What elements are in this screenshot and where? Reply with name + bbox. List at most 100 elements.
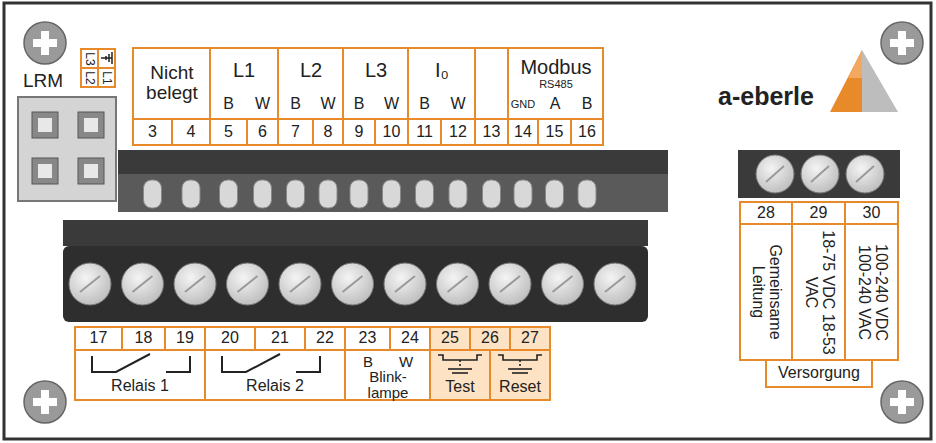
relay-symbol xyxy=(92,354,320,372)
stroke xyxy=(75,349,550,351)
stroke xyxy=(594,263,636,305)
stroke xyxy=(429,350,431,400)
connector-name: LRM xyxy=(16,68,70,94)
button-symbol xyxy=(438,355,542,373)
stroke xyxy=(449,180,467,208)
stroke xyxy=(332,263,374,305)
terminal-label: B xyxy=(350,352,386,372)
stroke xyxy=(319,180,337,208)
stroke xyxy=(342,119,344,145)
rotated-text: L2 xyxy=(82,69,98,87)
stroke xyxy=(238,276,258,292)
stroke xyxy=(80,276,100,292)
terminal-label: a-eberle xyxy=(704,80,828,112)
stroke xyxy=(133,276,153,292)
stroke xyxy=(75,327,550,400)
rotated-text: L3 xyxy=(82,50,98,68)
terminal-label: 3 xyxy=(134,120,171,144)
terminal-label: 7 xyxy=(279,120,312,144)
terminal-label: Relais 1 xyxy=(77,374,203,398)
stroke xyxy=(389,327,391,350)
terminal-label: W xyxy=(376,92,407,116)
stroke xyxy=(204,327,206,350)
stroke xyxy=(507,48,509,145)
terminal-group: Nicht belegt xyxy=(135,50,209,116)
terminal-label: 10 xyxy=(376,120,407,144)
stroke xyxy=(407,48,409,145)
terminal-label: 18 xyxy=(123,328,164,349)
stroke xyxy=(514,180,532,208)
terminal-label: Blink- lampe xyxy=(347,370,429,400)
terminal-label: 30 xyxy=(846,203,897,223)
stroke xyxy=(766,166,784,182)
stroke xyxy=(254,180,272,208)
stroke xyxy=(277,48,279,145)
terminal-label: 13 xyxy=(476,120,507,144)
stroke xyxy=(121,327,123,350)
stroke xyxy=(209,48,211,145)
stroke xyxy=(342,48,344,145)
stroke xyxy=(304,327,306,350)
bus-name: Modbus xyxy=(510,54,602,80)
terminal-label: GND xyxy=(508,94,538,116)
terminal-label: 23 xyxy=(346,328,389,349)
pin-label: L1 xyxy=(99,69,115,87)
stroke xyxy=(374,119,376,145)
terminal-label: W xyxy=(442,92,474,116)
stroke xyxy=(279,263,321,305)
terminal-label: B xyxy=(409,92,440,116)
pin-label: L3 xyxy=(82,50,98,68)
stroke xyxy=(343,276,363,292)
stroke xyxy=(416,180,434,208)
terminal-label: 8 xyxy=(314,120,342,144)
terminal-label: 4 xyxy=(173,120,209,144)
terminal-label: 22 xyxy=(306,328,344,349)
terminal-label: W xyxy=(314,92,342,116)
stroke xyxy=(254,327,256,350)
terminal-label: 18-75 VDC 18-53 VAC xyxy=(794,226,843,358)
terminal-label: 27 xyxy=(511,328,549,349)
stroke xyxy=(185,276,205,292)
bus-type: RS485 xyxy=(510,78,602,92)
terminal-label: 9 xyxy=(344,120,374,144)
terminal-label: 6 xyxy=(248,120,277,144)
stroke xyxy=(537,119,539,145)
phase-label: L2 xyxy=(280,52,342,88)
terminal-label: Versorgung xyxy=(767,361,871,386)
terminal-label: Reset xyxy=(491,376,549,398)
stroke xyxy=(344,327,346,350)
stroke xyxy=(489,350,491,400)
stroke xyxy=(756,155,794,193)
stroke xyxy=(209,119,211,145)
rotated-text: L1 xyxy=(99,69,115,87)
stroke xyxy=(350,180,368,208)
current-label: I₀ xyxy=(410,52,474,88)
terminal-label: 17 xyxy=(76,328,121,349)
terminal-label: 14 xyxy=(509,120,537,144)
stroke xyxy=(407,119,409,145)
terminal-label: 24 xyxy=(391,328,429,349)
terminal-label: B xyxy=(211,92,246,116)
stroke xyxy=(437,263,479,305)
stroke xyxy=(429,327,431,350)
stroke xyxy=(171,119,173,145)
stroke xyxy=(489,263,531,305)
rotated-text: Gemeinsame Leitung xyxy=(742,226,790,358)
terminal-label: 5 xyxy=(211,120,246,144)
stroke xyxy=(546,180,564,208)
terminal-label: 25 xyxy=(431,328,469,349)
stroke xyxy=(312,119,314,145)
terminal-label: 100-240 VDC 100-240 VAC xyxy=(847,226,896,358)
terminal-label: 19 xyxy=(166,328,204,349)
terminal-label: 16 xyxy=(572,120,602,144)
stroke xyxy=(846,155,884,193)
stroke xyxy=(164,327,166,350)
stroke xyxy=(578,180,596,208)
stroke xyxy=(69,263,111,305)
stroke xyxy=(500,276,520,292)
stroke xyxy=(290,276,310,292)
stroke xyxy=(474,48,476,145)
stroke xyxy=(509,327,511,350)
stroke xyxy=(856,166,874,182)
